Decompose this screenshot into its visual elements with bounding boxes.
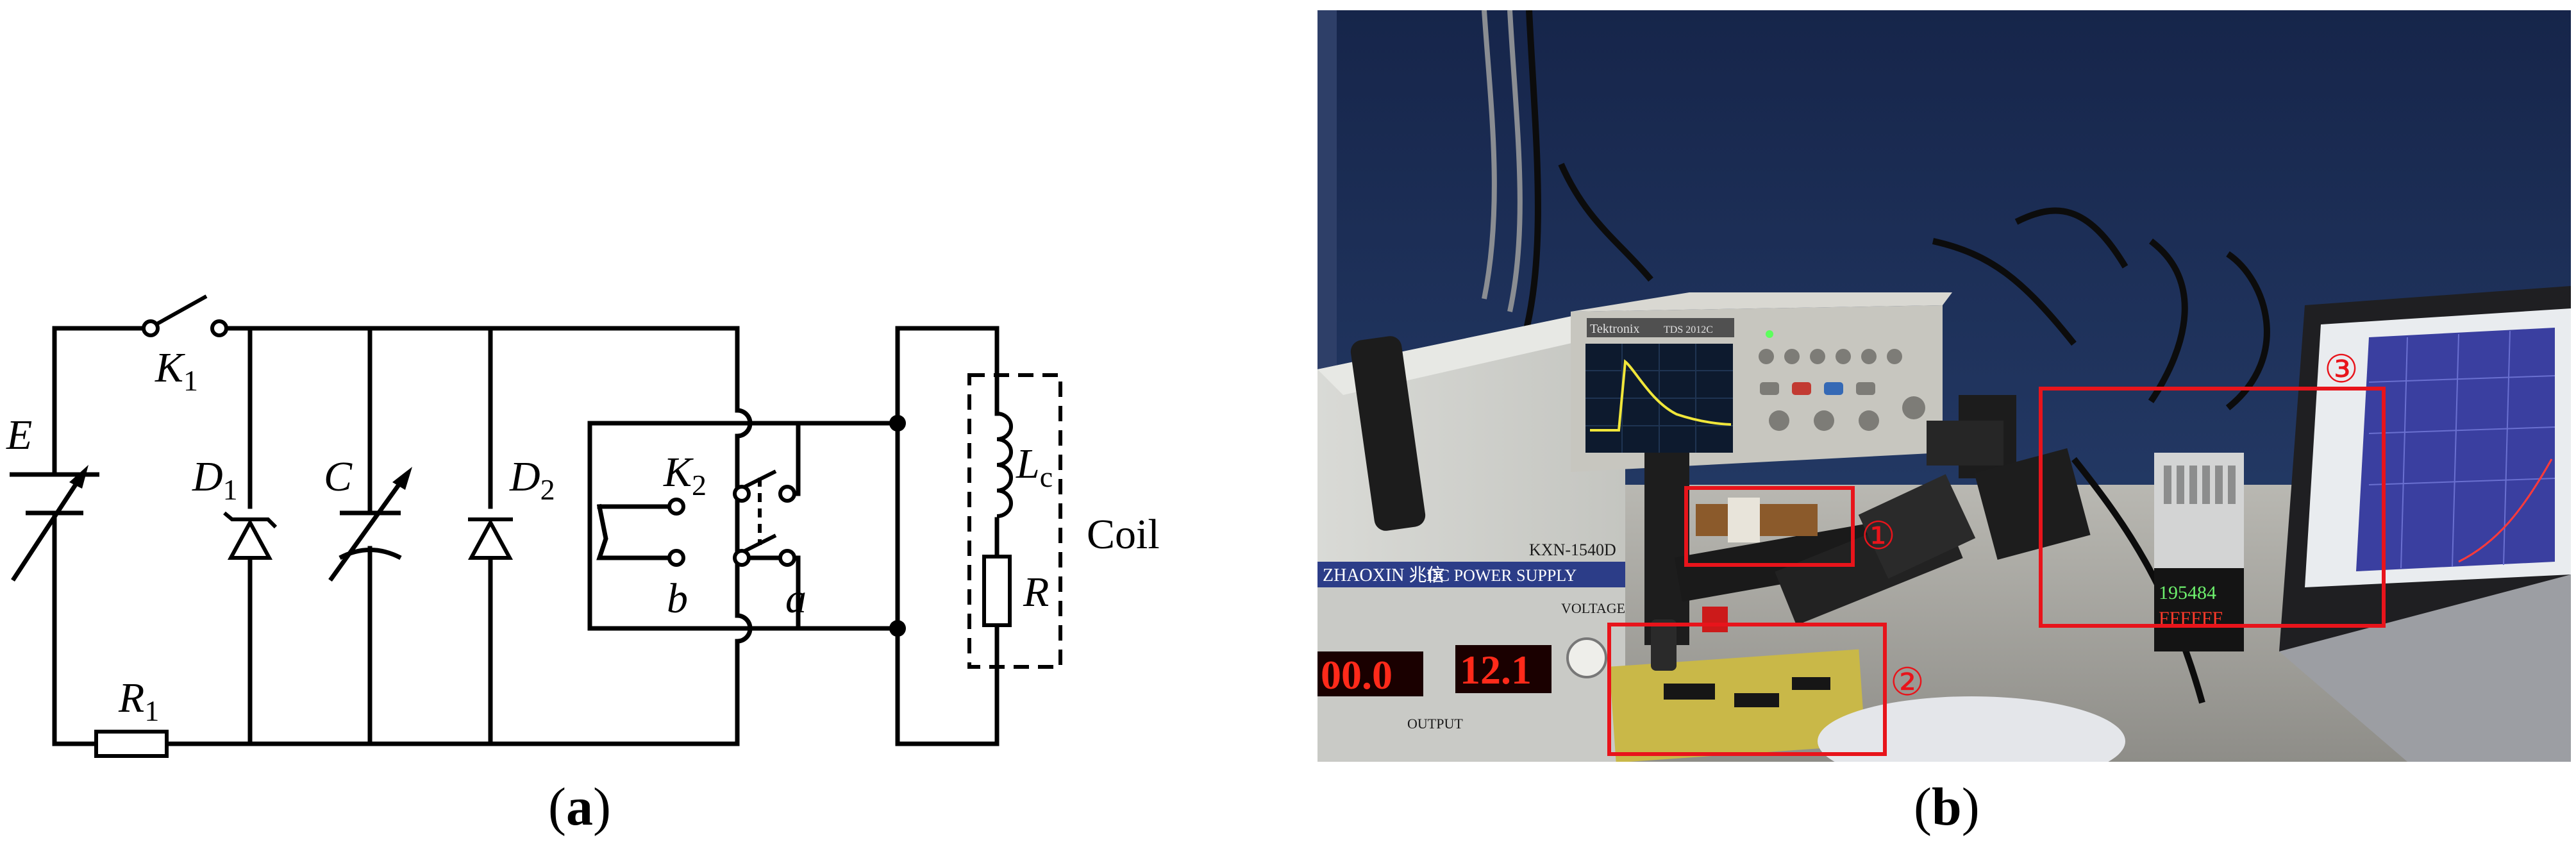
- psu-model-text: KXN-1540D: [1529, 541, 1616, 559]
- current-probe-devices: [1927, 421, 2091, 560]
- coil-test-fixture: [1644, 395, 2016, 645]
- laptop-plot-curve: [2458, 458, 2553, 563]
- scope-grid: [1585, 344, 1733, 453]
- variable-capacitor-c: [328, 467, 412, 582]
- psu-voltage-knob: [1566, 637, 1607, 678]
- circuit-schematic: K1 E D1 C D2 K2 b a Lc R Coil R1: [6, 294, 1160, 758]
- red-marker-boxes: [1607, 387, 2386, 756]
- label-k1: K1: [155, 344, 198, 397]
- label-b: b: [667, 575, 688, 622]
- marker-box-1: [1684, 486, 1855, 567]
- switch-k1: [142, 294, 228, 337]
- label-d1: D1: [192, 453, 238, 506]
- psu-display-left: 00.0: [1321, 652, 1393, 698]
- laptop-keyboard-deck: [2279, 575, 2571, 762]
- wire-k2-right-upper: [785, 421, 801, 496]
- scope-power-led: [1766, 330, 1773, 338]
- psu-output-label: OUTPUT: [1407, 716, 1463, 732]
- scope-buttons: [1759, 349, 1925, 431]
- label-c: C: [324, 453, 353, 500]
- resistor-r: [982, 555, 1012, 627]
- psu-display-right: 12.1: [1460, 647, 1532, 693]
- marker-box-3: [2039, 387, 2386, 628]
- driver-circuit-board: [1609, 607, 1866, 763]
- label-e: E: [6, 412, 32, 458]
- marker-label-3: ③: [2324, 348, 2359, 391]
- marker-box-2: [1607, 623, 1887, 756]
- zener-diode-d1: [223, 511, 278, 560]
- scope-brand: Tektronix: [1590, 322, 1639, 336]
- psu-carry-handle: [1350, 336, 1426, 531]
- label-r1: R1: [118, 675, 159, 727]
- meter-display-top: 195484: [2159, 582, 2216, 603]
- resistor-r1: [94, 730, 169, 758]
- label-k2: K2: [663, 449, 707, 501]
- psu-title-text: DC POWER SUPPLY: [1426, 566, 1577, 585]
- label-a: a: [785, 575, 807, 622]
- marker-label-2: ②: [1890, 661, 1925, 703]
- caption-b: (b): [1914, 777, 1980, 837]
- label-lc: Lc: [1016, 441, 1053, 493]
- label-coil: Coil: [1087, 511, 1160, 558]
- wire-k2-cross: [596, 503, 669, 560]
- experimental-setup-photo: ZHAOXIN 兆信 DC POWER SUPPLY KXN-1540D 00.…: [1317, 10, 2571, 786]
- coil-dashed-box: [967, 373, 1062, 669]
- wire-k2-loop: [587, 421, 900, 631]
- setup-photo-illustration: ZHAOXIN 兆信 DC POWER SUPPLY KXN-1540D 00.…: [1317, 10, 2571, 786]
- psu-voltage-display: [1455, 645, 1551, 693]
- grey-cables: [1482, 10, 1523, 312]
- junction-dot-upper: [889, 415, 906, 432]
- circuit-diagram-panel: K1 E D1 C D2 K2 b a Lc R Coil R1: [0, 0, 1231, 862]
- wire-coil-top: [895, 326, 999, 416]
- psu-voltage-label: VOLTAGE: [1561, 600, 1625, 616]
- diode-d2: [467, 517, 514, 560]
- scope-model: TDS 2012C: [1664, 324, 1713, 335]
- meter-vent-slots: [2164, 466, 2236, 504]
- variable-voltage-source-e: [10, 465, 99, 582]
- panel-meter: 195484 FFFFFF: [2154, 453, 2244, 651]
- switch-k2: [667, 469, 796, 567]
- scope-waveform: [1590, 359, 1732, 432]
- junction-dot-lower: [889, 620, 906, 637]
- inductor-lc: [996, 412, 1013, 518]
- caption-a: (a): [548, 777, 611, 837]
- dc-power-supply: ZHAOXIN 兆信 DC POWER SUPPLY KXN-1540D 00.…: [1317, 312, 1625, 762]
- laptop: [2279, 286, 2571, 762]
- wire-coil-bottom: [895, 623, 999, 746]
- psu-current-display: [1317, 651, 1423, 696]
- label-d2: D2: [509, 453, 555, 506]
- cable-bundle: [1519, 10, 2270, 704]
- oscilloscope: Tektronix TDS 2012C: [1571, 292, 1952, 472]
- psu-brand-text: ZHAOXIN 兆信: [1323, 565, 1445, 585]
- label-r: R: [1023, 569, 1049, 616]
- marker-label-1: ①: [1861, 515, 1896, 557]
